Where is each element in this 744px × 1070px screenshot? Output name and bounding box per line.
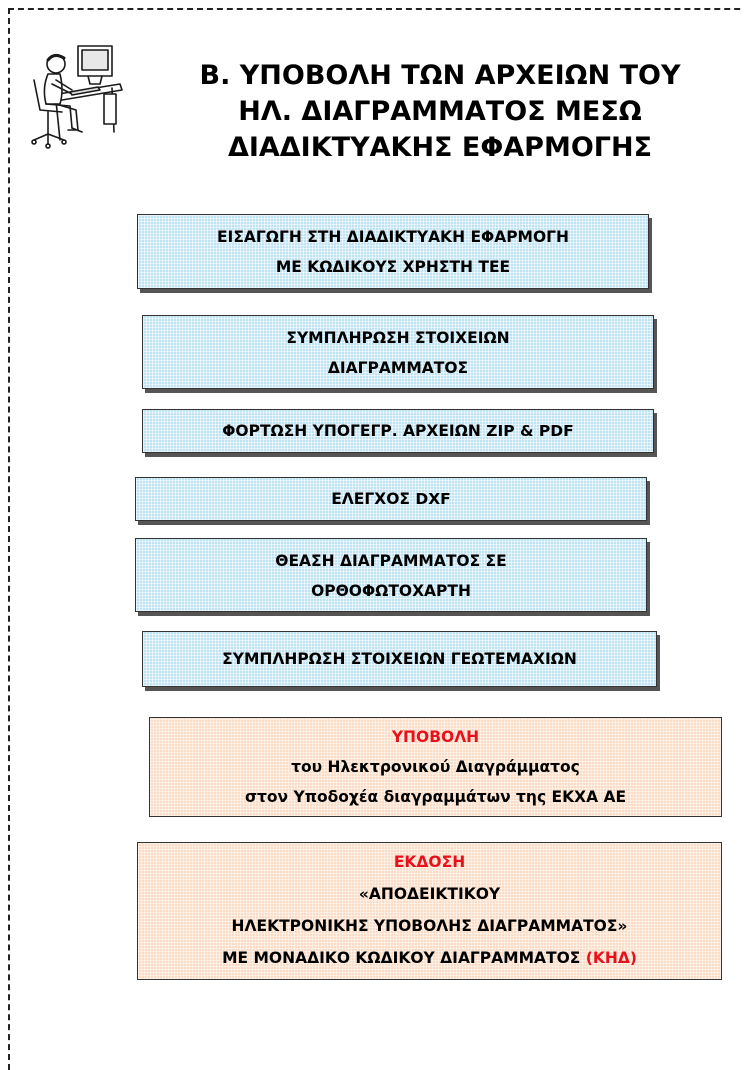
title-line-3: ΔΙΑΔΙΚΤΥΑΚΗΣ ΕΦΑΡΜΟΓΗΣ bbox=[227, 132, 653, 163]
step-box-dxf-check: ΕΛΕΓΧΟΣ DXF bbox=[135, 477, 647, 521]
step-box-parcel-data: ΣΥΜΠΛΗΡΩΣΗ ΣΤΟΙΧΕΙΩΝ ΓΕΩΤΕΜΑΧΙΩΝ bbox=[142, 631, 657, 687]
computer-user-clipart-icon bbox=[31, 45, 123, 149]
step-dxf-line-1: ΕΛΕΓΧΟΣ DXF bbox=[331, 490, 451, 508]
issue-line-1: «ΑΠΟΔΕΙΚΤΙΚΟΥ bbox=[358, 885, 501, 903]
step-upload-line-1: ΦΟΡΤΩΣΗ ΥΠΟΓΕΓΡ. ΑΡΧΕΙΩΝ ZIP & PDF bbox=[222, 422, 574, 440]
issue-line-3-main: ΜΕ ΜΟΝΑΔΙΚΟ ΚΩΔΙΚΟΥ ΔΙΑΓΡΑΜΜΑΤΟΣ bbox=[222, 949, 586, 967]
issue-line-3: ΜΕ ΜΟΝΑΔΙΚΟ ΚΩΔΙΚΟΥ ΔΙΑΓΡΑΜΜΑΤΟΣ (ΚΗΔ) bbox=[138, 942, 721, 974]
step-box-upload-files: ΦΟΡΤΩΣΗ ΥΠΟΓΕΓΡ. ΑΡΧΕΙΩΝ ZIP & PDF bbox=[142, 409, 654, 453]
step-box-fill-diagram-data: ΣΥΜΠΛΗΡΩΣΗ ΣΤΟΙΧΕΙΩΝ ΔΙΑΓΡΑΜΜΑΤΟΣ bbox=[142, 315, 654, 389]
submit-line-2: στον Υποδοχέα διαγραμμάτων της ΕΚΧΑ ΑΕ bbox=[244, 788, 627, 806]
issue-box: ΕΚΔΟΣΗ «ΑΠΟΔΕΙΚΤΙΚΟΥ ΗΛΕΚΤΡΟΝΙΚΗΣ ΥΠΟΒΟΛ… bbox=[137, 842, 722, 980]
page-title: Β. ΥΠΟΒΟΛΗ ΤΩΝ ΑΡΧΕΙΩΝ ΤΟΥ ΗΛ. ΔΙΑΓΡΑΜΜΑ… bbox=[150, 58, 730, 166]
submit-heading: ΥΠΟΒΟΛΗ bbox=[391, 728, 480, 746]
step-login-line-1: ΕΙΣΑΓΩΓΗ ΣΤΗ ΔΙΑΔΙΚΤΥΑΚΗ ΕΦΑΡΜΟΓΗ bbox=[216, 228, 570, 246]
issue-heading: ΕΚΔΟΣΗ bbox=[393, 853, 466, 871]
submit-box: ΥΠΟΒΟΛΗ του Ηλεκτρονικού Διαγράμματος στ… bbox=[149, 717, 722, 817]
step-fill-diagram-line-2: ΔΙΑΓΡΑΜΜΑΤΟΣ bbox=[327, 359, 469, 377]
step-fill-diagram-line-1: ΣΥΜΠΛΗΡΩΣΗ ΣΤΟΙΧΕΙΩΝ bbox=[286, 329, 510, 347]
issue-line-3-code: (ΚΗΔ) bbox=[585, 949, 637, 967]
step-login-line-2: ΜΕ ΚΩΔΙΚΟΥΣ ΧΡΗΣΤΗ ΤΕΕ bbox=[275, 258, 511, 276]
step-orthophoto-line-1: ΘΕΑΣΗ ΔΙΑΓΡΑΜΜΑΤΟΣ ΣΕ bbox=[275, 552, 507, 570]
title-line-1: Β. ΥΠΟΒΟΛΗ ΤΩΝ ΑΡΧΕΙΩΝ ΤΟΥ bbox=[199, 60, 681, 91]
submit-line-1: του Ηλεκτρονικού Διαγράμματος bbox=[291, 758, 580, 776]
dashed-frame bbox=[8, 8, 744, 1070]
step-orthophoto-line-2: ΟΡΘΟΦΩΤΟΧΑΡΤΗ bbox=[311, 582, 471, 600]
title-line-2: ΗΛ. ΔΙΑΓΡΑΜΜΑΤΟΣ ΜΕΣΩ bbox=[238, 96, 642, 127]
step-parcel-line-1: ΣΥΜΠΛΗΡΩΣΗ ΣΤΟΙΧΕΙΩΝ ΓΕΩΤΕΜΑΧΙΩΝ bbox=[222, 650, 577, 668]
step-box-orthophoto-view: ΘΕΑΣΗ ΔΙΑΓΡΑΜΜΑΤΟΣ ΣΕ ΟΡΘΟΦΩΤΟΧΑΡΤΗ bbox=[135, 538, 647, 612]
step-box-login: ΕΙΣΑΓΩΓΗ ΣΤΗ ΔΙΑΔΙΚΤΥΑΚΗ ΕΦΑΡΜΟΓΗ ΜΕ ΚΩΔ… bbox=[137, 214, 649, 289]
issue-line-2: ΗΛΕΚΤΡΟΝΙΚΗΣ ΥΠΟΒΟΛΗΣ ΔΙΑΓΡΑΜΜΑΤΟΣ» bbox=[231, 917, 628, 935]
